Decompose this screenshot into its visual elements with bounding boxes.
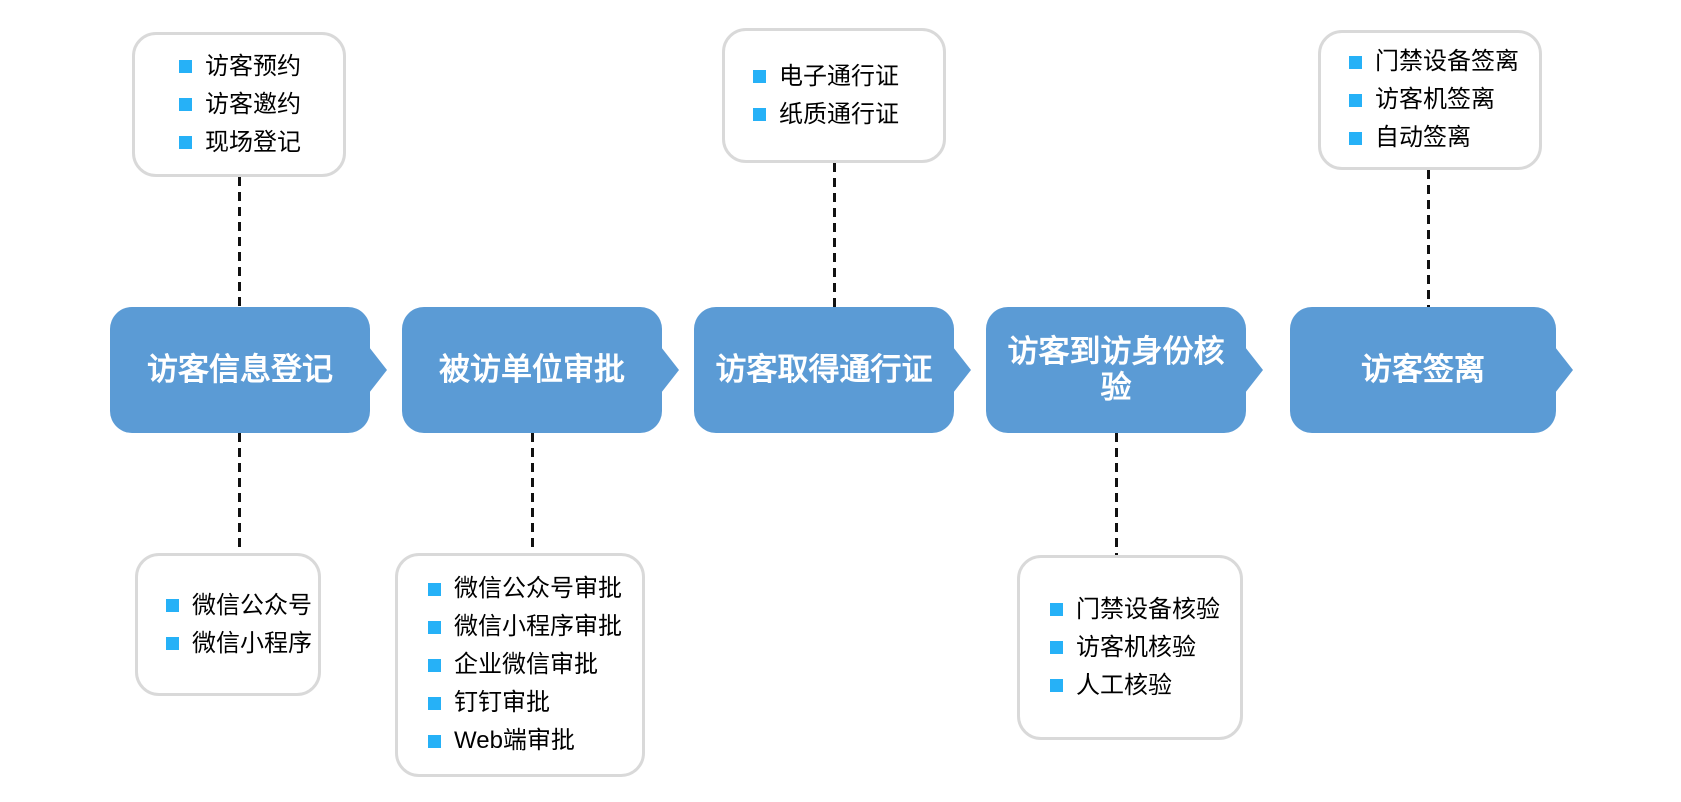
list-item-label: 微信公众号	[192, 591, 312, 619]
list-item-label: 纸质通行证	[779, 100, 899, 128]
square-bullet-icon	[428, 620, 441, 634]
step-label: 被访单位审批	[439, 352, 625, 388]
list-item: 纸质通行证	[753, 100, 943, 128]
list-item: 访客预约	[179, 52, 343, 80]
square-bullet-icon	[753, 70, 766, 83]
list-item-label: 微信小程序审批	[454, 613, 622, 640]
list-item-label: 访客预约	[205, 52, 301, 80]
list-item-label: 企业微信审批	[454, 651, 598, 678]
list-item: 门禁设备核验	[1050, 595, 1240, 623]
callout-approval-channels: 微信公众号审批 微信小程序审批 企业微信审批 钉钉审批 Web端审批	[395, 553, 645, 777]
callout-registration-apps: 微信公众号 微信小程序	[135, 553, 321, 696]
arrow-right-icon	[1555, 347, 1573, 393]
list-item: 企业微信审批	[428, 653, 642, 677]
step-host-unit-approval: 被访单位审批	[402, 307, 679, 433]
step-label: 访客签离	[1361, 352, 1485, 388]
square-bullet-icon	[179, 98, 192, 111]
arrow-right-icon	[661, 347, 679, 393]
list-item-label: 访客机签离	[1375, 86, 1495, 113]
list-item: 电子通行证	[753, 62, 943, 90]
list-item-label: 自动签离	[1375, 124, 1471, 151]
square-bullet-icon	[1349, 93, 1362, 107]
list-item-label: 访客邀约	[205, 90, 301, 118]
arrow-right-icon	[369, 347, 387, 393]
square-bullet-icon	[428, 696, 441, 710]
list-item: 微信小程序审批	[428, 615, 642, 639]
dashed-connector	[833, 163, 836, 307]
step-visitor-gets-pass: 访客取得通行证	[694, 307, 971, 433]
square-bullet-icon	[428, 734, 441, 748]
square-bullet-icon	[166, 637, 179, 650]
list-item: 现场登记	[179, 128, 343, 156]
list-item: 钉钉审批	[428, 691, 642, 715]
step-visitor-info-registration: 访客信息登记	[110, 307, 387, 433]
callout-verification-methods: 门禁设备核验 访客机核验 人工核验	[1017, 555, 1243, 740]
list-item-label: 微信公众号审批	[454, 575, 622, 602]
list-item: 访客邀约	[179, 90, 343, 118]
list-item: 访客机签离	[1349, 88, 1539, 112]
square-bullet-icon	[753, 108, 766, 121]
dashed-connector	[238, 433, 241, 553]
square-bullet-icon	[1050, 679, 1063, 692]
square-bullet-icon	[1050, 603, 1063, 616]
square-bullet-icon	[1349, 55, 1362, 69]
list-item: Web端审批	[428, 729, 642, 753]
list-item-label: 钉钉审批	[454, 689, 550, 716]
arrow-right-icon	[953, 347, 971, 393]
list-item-label: 人工核验	[1076, 671, 1172, 699]
dashed-connector	[1115, 433, 1118, 555]
list-item: 微信小程序	[166, 629, 318, 657]
callout-registration-channels: 访客预约 访客邀约 现场登记	[132, 32, 346, 177]
step-label: 访客到访身份核验	[1007, 334, 1225, 405]
step-label: 访客信息登记	[147, 352, 333, 388]
list-item-label: 微信小程序	[192, 629, 312, 657]
list-item-label: Web端审批	[454, 727, 575, 754]
list-item-label: 访客机核验	[1076, 633, 1196, 661]
dashed-connector	[1427, 170, 1430, 307]
step-label: 访客取得通行证	[715, 352, 933, 388]
square-bullet-icon	[1050, 641, 1063, 654]
list-item: 自动签离	[1349, 126, 1539, 150]
square-bullet-icon	[179, 136, 192, 149]
square-bullet-icon	[428, 582, 441, 596]
dashed-connector	[531, 433, 534, 553]
square-bullet-icon	[1349, 131, 1362, 145]
list-item-label: 电子通行证	[779, 62, 899, 90]
square-bullet-icon	[179, 60, 192, 73]
dashed-connector	[238, 177, 241, 307]
square-bullet-icon	[428, 658, 441, 672]
square-bullet-icon	[166, 599, 179, 612]
list-item: 门禁设备签离	[1349, 50, 1539, 74]
step-visitor-signout: 访客签离	[1290, 307, 1573, 433]
arrow-right-icon	[1245, 347, 1263, 393]
list-item: 微信公众号	[166, 591, 318, 619]
callout-signout-channels: 门禁设备签离 访客机签离 自动签离	[1318, 30, 1542, 170]
list-item: 人工核验	[1050, 671, 1240, 699]
list-item-label: 门禁设备核验	[1076, 595, 1220, 623]
list-item: 访客机核验	[1050, 633, 1240, 661]
list-item-label: 门禁设备签离	[1375, 48, 1519, 75]
list-item-label: 现场登记	[205, 128, 301, 156]
step-identity-verification: 访客到访身份核验	[986, 307, 1263, 433]
list-item: 微信公众号审批	[428, 577, 642, 601]
callout-pass-types: 电子通行证 纸质通行证	[722, 28, 946, 163]
